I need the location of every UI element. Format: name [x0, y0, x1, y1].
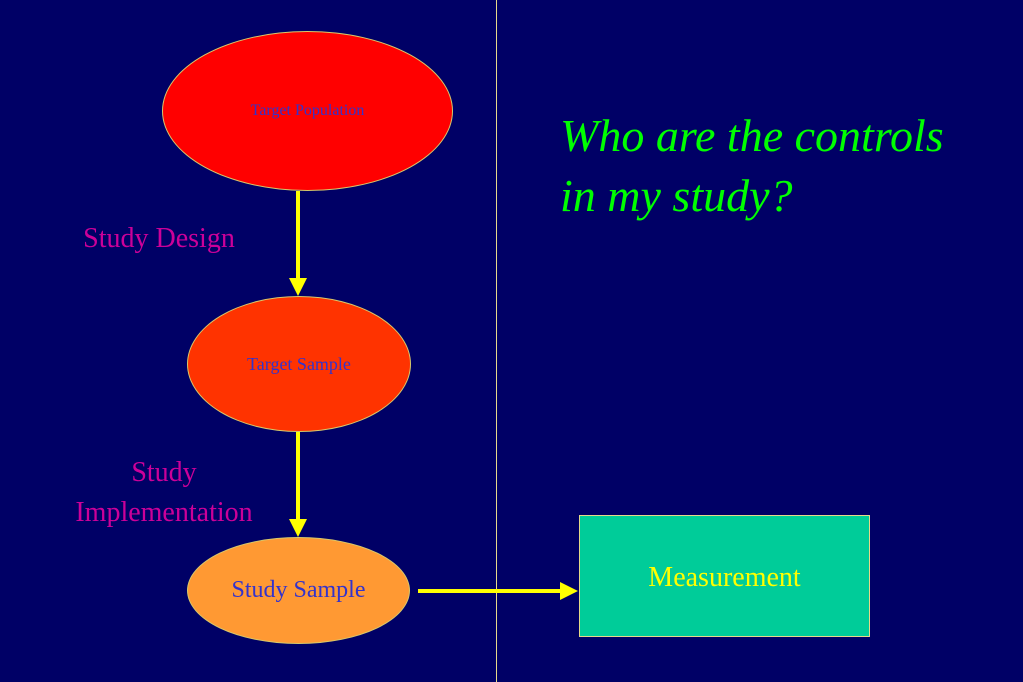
- study-design-text: Study Design: [83, 223, 235, 254]
- study-implementation-line1: Study: [131, 457, 197, 488]
- question-line1: Who are the controls: [560, 110, 944, 161]
- measurement-label: Measurement: [648, 562, 801, 593]
- arrow-study-sample-to-measurement: [418, 582, 578, 600]
- target-sample-node: Target Sample: [187, 296, 411, 432]
- study-sample-label: Study Sample: [231, 577, 366, 603]
- target-sample-label: Target Sample: [247, 353, 351, 374]
- study-sample-node: Study Sample: [187, 537, 410, 644]
- question-text: Who are the controls in my study?: [560, 106, 1010, 226]
- target-population-label: Target Population: [250, 102, 365, 119]
- measurement-node: Measurement: [579, 515, 870, 637]
- arrow-sample-to-study-sample: [289, 432, 307, 537]
- question-line2: in my study?: [560, 170, 793, 221]
- study-implementation-label: Study Implementation: [48, 453, 280, 533]
- vertical-divider: [496, 0, 497, 682]
- study-implementation-line2: Implementation: [75, 497, 253, 528]
- study-design-label: Study Design: [54, 219, 264, 259]
- target-population-node: Target Population: [162, 31, 453, 191]
- arrow-population-to-sample: [289, 191, 307, 296]
